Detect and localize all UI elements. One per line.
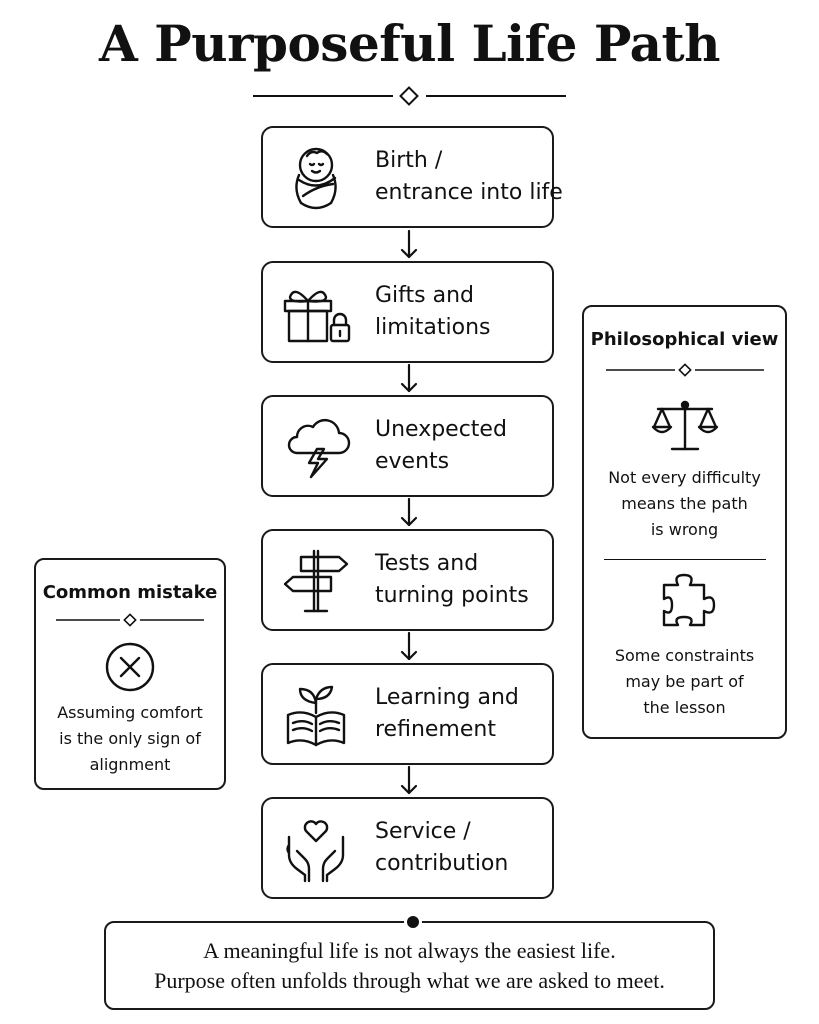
philosophical-view-title: Philosophical view xyxy=(590,329,779,350)
step-label-line: refinement xyxy=(375,717,496,742)
signpost-icon xyxy=(283,549,349,613)
text-line: Not every difficulty xyxy=(608,468,761,487)
philosophical-view-text-1: Not every difficulty means the path is w… xyxy=(584,465,785,543)
step-label-line: Tests and xyxy=(375,551,479,576)
text-line: means the path xyxy=(621,494,748,513)
step-birth: Birth / entrance into life xyxy=(261,126,563,228)
text-line: Assuming comfort xyxy=(57,703,203,722)
footer-line: Purpose often unfolds through what we ar… xyxy=(154,967,665,993)
step-label-line: Learning and xyxy=(375,685,519,710)
down-arrow-icon xyxy=(400,631,418,661)
text-line: may be part of xyxy=(625,672,744,691)
step-label-line: entrance into life xyxy=(375,180,563,205)
panel-divider xyxy=(56,613,204,627)
step-unexpected-events: Unexpected events xyxy=(261,395,554,497)
page-title: A Purposeful Life Path xyxy=(98,14,721,73)
down-arrow-icon xyxy=(400,363,418,393)
step-label-line: Service / xyxy=(375,819,471,844)
footer-line: A meaningful life is not always the easi… xyxy=(203,937,616,963)
step-label-line: contribution xyxy=(375,851,509,876)
philosophical-view-panel: Philosophical view Not every difficulty … xyxy=(582,305,787,739)
down-arrow-icon xyxy=(400,229,418,259)
footer-dot-icon xyxy=(404,913,422,931)
step-label-line: turning points xyxy=(375,583,529,608)
storm-cloud-lightning-icon xyxy=(287,418,351,479)
common-mistake-text: Assuming comfort is the only sign of ali… xyxy=(36,700,224,778)
common-mistake-title: Common mistake xyxy=(42,582,218,603)
step-learning-refinement: Learning and refinement xyxy=(261,663,554,765)
open-book-sprout-icon xyxy=(286,685,346,747)
text-line: the lesson xyxy=(643,698,726,717)
text-line: alignment xyxy=(89,755,171,774)
panel-divider xyxy=(606,363,764,377)
hands-holding-heart-icon xyxy=(286,820,345,883)
step-label-line: Birth / xyxy=(375,148,443,173)
panel-divider xyxy=(604,559,766,560)
down-arrow-icon xyxy=(400,497,418,527)
down-arrow-icon xyxy=(400,765,418,795)
step-gifts-limitations: Gifts and limitations xyxy=(261,261,554,363)
common-mistake-panel: Common mistake Assuming comfort is the o… xyxy=(34,558,226,790)
philosophical-view-text-2: Some constraints may be part of the less… xyxy=(584,643,785,721)
step-label-line: Gifts and xyxy=(375,283,474,308)
text-line: is the only sign of xyxy=(59,729,201,748)
step-label-line: Unexpected xyxy=(375,417,507,442)
step-service-contribution: Service / contribution xyxy=(261,797,554,899)
step-label-line: events xyxy=(375,449,450,474)
step-tests-turning-points: Tests and turning points xyxy=(261,529,554,631)
text-line: Some constraints xyxy=(614,646,755,665)
x-circle-icon xyxy=(105,642,155,692)
step-label-line: limitations xyxy=(375,315,491,340)
gift-and-padlock-icon xyxy=(283,290,351,343)
puzzle-piece-icon xyxy=(662,573,716,627)
footer-quote-box: A meaningful life is not always the easi… xyxy=(104,921,715,1010)
swaddled-baby-icon xyxy=(295,147,337,210)
text-line: is wrong xyxy=(650,520,719,539)
title-divider xyxy=(253,86,566,106)
balance-scale-icon xyxy=(651,400,719,451)
